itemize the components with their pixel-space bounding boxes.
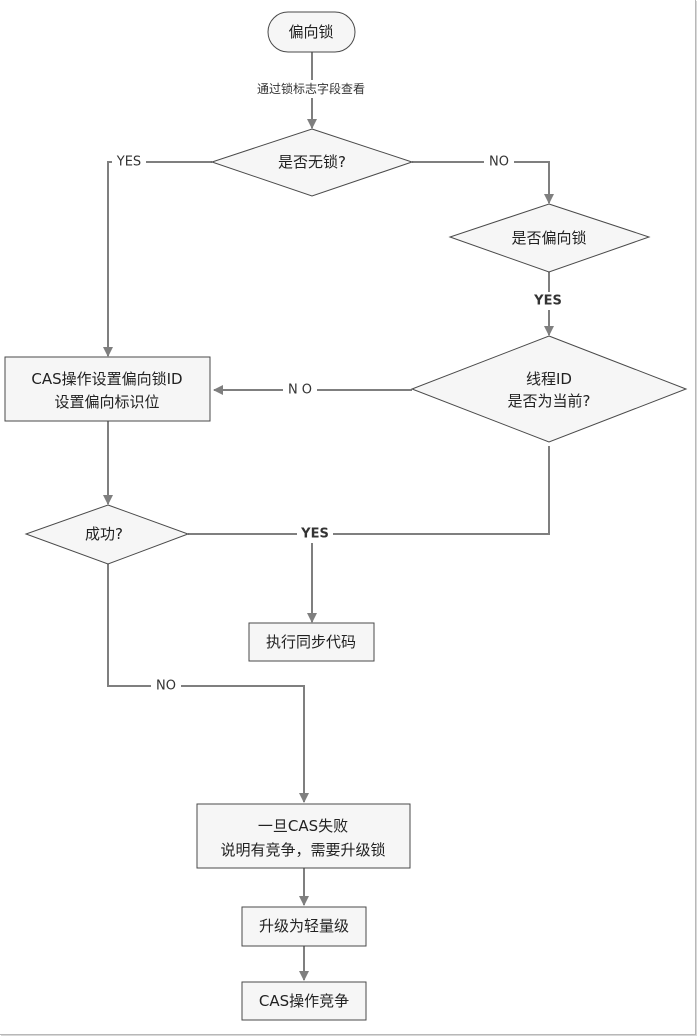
edge-labels: 通过锁标志字段查看 YES NO YES N O YES NO bbox=[112, 80, 566, 695]
process-cas-fail-line1: 一旦CAS失败 bbox=[258, 817, 348, 835]
process-cas-set-line1: CAS操作设置偏向锁ID bbox=[31, 370, 182, 388]
decision-unlocked: 是否无锁? bbox=[210, 128, 414, 197]
process-execute-sync: 执行同步代码 bbox=[248, 622, 375, 662]
process-execute-sync-label: 执行同步代码 bbox=[266, 633, 356, 651]
edge-label-success-no: NO bbox=[156, 679, 176, 694]
edge-label-check-mark-field: 通过锁标志字段查看 bbox=[257, 81, 365, 96]
process-cas-compete: CAS操作竞争 bbox=[241, 981, 367, 1021]
edge-unlocked-yes bbox=[103, 161, 212, 357]
edge-label-unlocked-yes: YES bbox=[116, 155, 141, 170]
process-cas-fail-line2: 说明有竞争，需要升级锁 bbox=[220, 841, 385, 859]
edge-label-success-yes: YES bbox=[300, 527, 329, 542]
decision-thread-id: 线程ID 是否为当前? bbox=[410, 335, 688, 443]
process-cas-set: CAS操作设置偏向锁ID 设置偏向标识位 bbox=[4, 356, 211, 422]
edge-label-thread-no: N O bbox=[288, 383, 312, 398]
decision-thread-id-line1: 线程ID bbox=[526, 370, 572, 388]
process-cas-fail: 一旦CAS失败 说明有竞争，需要升级锁 bbox=[196, 803, 411, 869]
edge-thread-yes bbox=[188, 446, 550, 535]
start-node: 偏向锁 bbox=[267, 11, 356, 53]
decision-thread-id-line2: 是否为当前? bbox=[508, 392, 591, 410]
edge-success-no bbox=[107, 564, 309, 803]
decision-biased-label: 是否偏向锁 bbox=[511, 229, 586, 247]
edge-label-unlocked-no: NO bbox=[489, 155, 509, 170]
edge-unlocked-no bbox=[412, 161, 554, 204]
decision-biased: 是否偏向锁 bbox=[448, 203, 651, 273]
edge-label-biased-yes: YES bbox=[533, 294, 562, 309]
process-upgrade-label: 升级为轻量级 bbox=[259, 917, 349, 935]
process-cas-set-line2: 设置偏向标识位 bbox=[54, 393, 159, 411]
decision-success: 成功? bbox=[24, 504, 190, 565]
process-upgrade: 升级为轻量级 bbox=[241, 906, 367, 947]
decision-success-label: 成功? bbox=[85, 525, 123, 543]
decision-unlocked-label: 是否无锁? bbox=[278, 153, 346, 171]
process-cas-compete-label: CAS操作竞争 bbox=[259, 992, 349, 1010]
start-node-label: 偏向锁 bbox=[288, 23, 333, 41]
